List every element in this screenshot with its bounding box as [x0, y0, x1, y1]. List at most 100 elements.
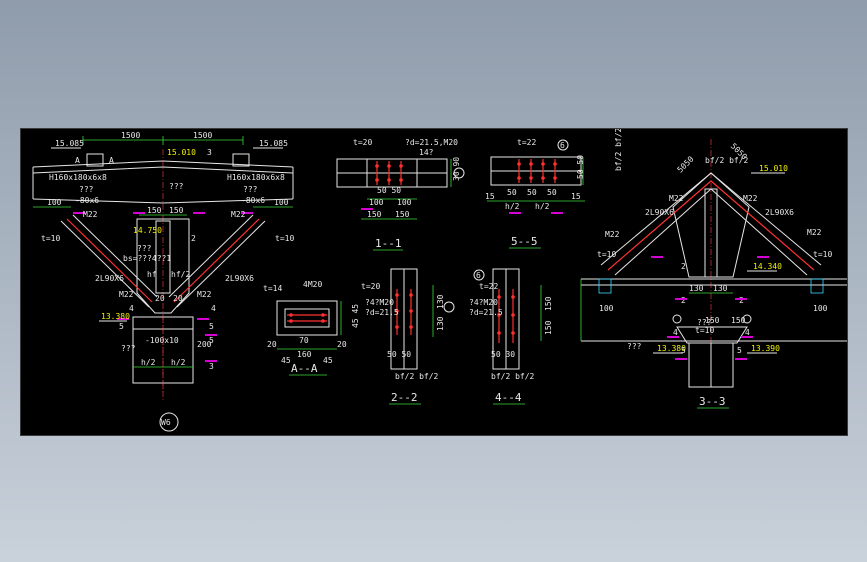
- t10-right: t=10: [275, 234, 294, 243]
- s22-rot: bf/2 bf/2: [395, 372, 439, 381]
- section-a-a: t=14 4M20 45 45 70 20 20 160 45 45 A--A: [263, 280, 360, 376]
- plate-100x10: -100x10: [145, 336, 179, 345]
- s11-title: 1--1: [375, 237, 402, 250]
- s33-dim-100-l: 100: [599, 304, 614, 313]
- label-4-left: 4: [129, 304, 134, 313]
- plate-left: -80x6: [75, 196, 99, 205]
- s11-dim-b0: 100: [369, 198, 384, 207]
- s44-side0: 150: [544, 296, 553, 311]
- purlin-left: [86, 153, 104, 167]
- s11-n50: 50 50: [377, 186, 401, 195]
- center-vertical-member: [155, 220, 171, 294]
- dim-20-20: 20: [155, 294, 165, 303]
- dim-h2-right: h/2: [171, 358, 186, 367]
- s33-t10-r: t=10: [813, 250, 832, 259]
- label-3-top: 3: [207, 148, 212, 157]
- s33-elev-l: 13.380: [657, 344, 686, 353]
- s11-n14: 14?: [419, 148, 434, 157]
- dim-200: 200: [197, 340, 212, 349]
- s33-n5a: 5: [681, 346, 686, 355]
- cad-drawing: 1500 1500 15.085 15.085 15.010 A A 3 H16…: [32, 129, 847, 432]
- saa-dim-70: 70: [299, 336, 309, 345]
- s44-circle: 6: [476, 271, 481, 280]
- section-3-3: 5050 5050 bf/2 bf/2 15.010 2L90X6 2L90X6…: [580, 139, 847, 409]
- s11-t: t=20: [353, 138, 372, 147]
- beam-left: H160x180x6x8: [49, 173, 107, 182]
- section-2-2: t=20 ?4?M20 ?d=21.5 130 130 50 50 bf/2 b…: [361, 268, 455, 405]
- label-5-left: 5: [119, 322, 124, 331]
- s55-rot: bf/2 bf/2: [614, 129, 623, 171]
- label-5-right: 5: [209, 322, 214, 331]
- s33-n2a: 2: [681, 296, 686, 305]
- section-a-right: A: [109, 156, 114, 165]
- cad-drawing-canvas: 1500 1500 15.085 15.085 15.010 A A 3 H16…: [20, 128, 848, 436]
- section-a-left: A: [75, 156, 80, 165]
- s22-n50: 50 50: [387, 350, 411, 359]
- section-1-1: t=20 ?d=21.5,M20 14? 30 90 50 50 100 100…: [336, 138, 465, 251]
- label-4-right: 4: [211, 304, 216, 313]
- s22-bolt2: ?d=21.5: [365, 308, 399, 317]
- s44-rot: bf/2 bf/2: [491, 372, 535, 381]
- bolt-note: bs=???4??1: [123, 254, 171, 263]
- saa-edge-l: 20: [267, 340, 277, 349]
- elev-top-left: 15.085: [55, 139, 84, 148]
- s33-dim-100-r: 100: [813, 304, 828, 313]
- s33-m22-b: M22: [743, 194, 758, 203]
- s33-angle-l: 2L90X6: [645, 208, 674, 217]
- s33-n4b: 4: [745, 328, 750, 337]
- plate-right: -80x6: [241, 196, 265, 205]
- saa-dim-160: 160: [297, 350, 312, 359]
- s44-title: 4--4: [495, 391, 522, 404]
- s33-dim-mid1: 130: [713, 284, 728, 293]
- s55-dim-c2: h/2: [535, 202, 550, 211]
- saa-bolt: 4M20: [303, 280, 322, 289]
- s55-circle: 6: [560, 141, 565, 150]
- dim-150-left: 150: [147, 206, 162, 215]
- s55-dim-c1: h/2: [505, 202, 520, 211]
- saa-n45b: 45: [323, 356, 333, 365]
- s33-t10-l: t=10: [597, 250, 616, 259]
- s22-title: 2--2: [391, 391, 418, 404]
- s55-dim-b1: 50: [527, 188, 537, 197]
- s22-bolt: ?4?M20: [365, 298, 394, 307]
- dim-h2-left: h/2: [141, 358, 156, 367]
- s33-m22-d: M22: [807, 228, 822, 237]
- label-3-bottom: 3: [209, 362, 214, 371]
- dim-150-right: 150: [169, 206, 184, 215]
- s55-dim-c3: 15: [571, 192, 581, 201]
- s33-label1: 2: [681, 262, 686, 271]
- s55-t: t=22: [517, 138, 536, 147]
- s33-elev-mid: 14.340: [753, 262, 782, 271]
- s44-side1: 150: [544, 320, 553, 335]
- dim-100-right: 100: [274, 198, 289, 207]
- label-5-col: 5: [209, 336, 214, 345]
- s11-bolt: ?d=21.5,M20: [405, 138, 458, 147]
- s33-top0: 5050: [676, 154, 696, 174]
- col-qq: ???: [121, 344, 136, 353]
- s55-title: 5--5: [511, 235, 538, 248]
- elev-center: 15.010: [167, 148, 196, 157]
- s11-dim-c0: 150: [367, 210, 382, 219]
- dim-top-right: 1500: [193, 131, 212, 140]
- s33-elev-r: 13.390: [751, 344, 780, 353]
- s11-dim-b1: 100: [397, 198, 412, 207]
- saa-title: A--A: [291, 362, 318, 375]
- s55-dim-b0: 50: [507, 188, 517, 197]
- section-4-4: 6 t=22 ?4?M20 ?d=21.5 150 150 50 30 bf/2…: [469, 268, 553, 405]
- s11-dim-c1: 150: [395, 210, 410, 219]
- s44-bolt: ?4?M20: [469, 298, 498, 307]
- elev-top-right: 15.085: [259, 139, 288, 148]
- s22-side0: 130: [436, 294, 445, 309]
- s33-n2b: 2: [739, 296, 744, 305]
- s33-m22-c: M22: [605, 230, 620, 239]
- detail-circle-label: W6: [161, 418, 171, 427]
- s33-dim-low1: 150: [731, 316, 746, 325]
- dim-top-left: 1500: [121, 131, 140, 140]
- s33-n4a: 4: [673, 328, 678, 337]
- hf2-label: hf/2: [171, 270, 190, 279]
- section-5-5: t=22 6 50 50 bf/2 bf/2 50 50 50 15 h/2 h…: [485, 129, 623, 249]
- s22-t: t=20: [361, 282, 380, 291]
- s33-m22-a: M22: [669, 194, 684, 203]
- beam-right: H160x180x6x8: [227, 173, 285, 182]
- dim-100-left: 100: [47, 198, 62, 207]
